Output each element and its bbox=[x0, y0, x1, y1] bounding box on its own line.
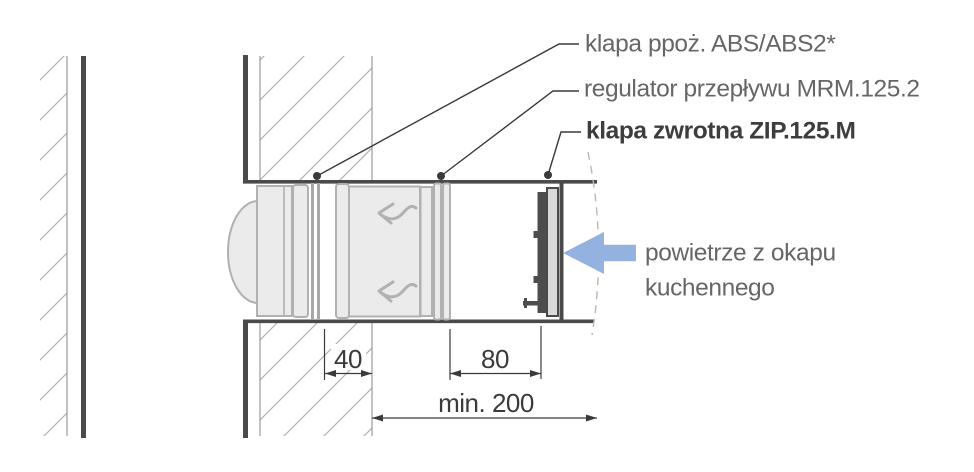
airflow-wave-icon-top bbox=[377, 202, 418, 225]
fire-damper bbox=[227, 183, 320, 320]
leader-dot bbox=[437, 172, 445, 180]
left-wall-hatch bbox=[40, 56, 67, 436]
flow-regulator bbox=[335, 182, 451, 321]
dimension-80-value: 80 bbox=[481, 344, 509, 374]
main-wall bbox=[243, 55, 597, 438]
main-wall-upper-hatch bbox=[260, 56, 372, 181]
leader-dot bbox=[313, 172, 321, 180]
check-valve-handle-cap bbox=[524, 298, 527, 308]
main-wall-lower-hatch bbox=[260, 323, 372, 436]
dimension-40: 40 bbox=[323, 329, 372, 380]
leader-dot bbox=[544, 171, 552, 179]
dimension-40-value: 40 bbox=[334, 344, 362, 374]
airflow-label: powietrze z okapu kuchennego bbox=[645, 240, 836, 302]
flow-regulator-end-ring-1 bbox=[433, 182, 442, 321]
callout-flow-regulator: regulator przepływu MRM.125.2 bbox=[437, 76, 920, 180]
callout-fire-damper-label: klapa ppoż. ABS/ABS2* bbox=[585, 31, 836, 58]
callout-flow-regulator-label: regulator przepływu MRM.125.2 bbox=[584, 76, 920, 103]
callout-fire-damper: klapa ppoż. ABS/ABS2* bbox=[313, 31, 837, 180]
flow-regulator-right-flange bbox=[419, 186, 433, 317]
check-valve-flap bbox=[537, 192, 546, 313]
callout-check-valve-label: klapa zwrotna ZIP.125.M bbox=[586, 118, 855, 145]
airflow-label-line2: kuchennego bbox=[645, 275, 775, 302]
airflow-wave-icon-bottom bbox=[377, 280, 418, 303]
airflow-arrow-icon bbox=[563, 232, 636, 274]
dimension-min-200: min. 200 bbox=[372, 388, 597, 422]
left-wall bbox=[40, 56, 86, 438]
check-valve-disc bbox=[546, 187, 559, 317]
check-valve-handle bbox=[523, 301, 539, 306]
dimension-80: 80 bbox=[449, 326, 542, 380]
dimension-min-200-value: min. 200 bbox=[438, 388, 534, 418]
flow-regulator-end-ring-2 bbox=[442, 182, 451, 321]
fire-damper-dome bbox=[227, 199, 259, 305]
callout-check-valve: klapa zwrotna ZIP.125.M bbox=[544, 118, 856, 179]
airflow-label-line1: powietrze z okapu bbox=[645, 240, 836, 267]
fire-damper-flange bbox=[292, 184, 309, 318]
check-valve-hinge-nub-2 bbox=[533, 276, 538, 283]
flow-regulator-left-flange bbox=[335, 183, 350, 319]
check-valve-hinge-nub-1 bbox=[533, 231, 538, 238]
fire-damper-body bbox=[256, 185, 293, 317]
check-valve bbox=[523, 183, 564, 321]
